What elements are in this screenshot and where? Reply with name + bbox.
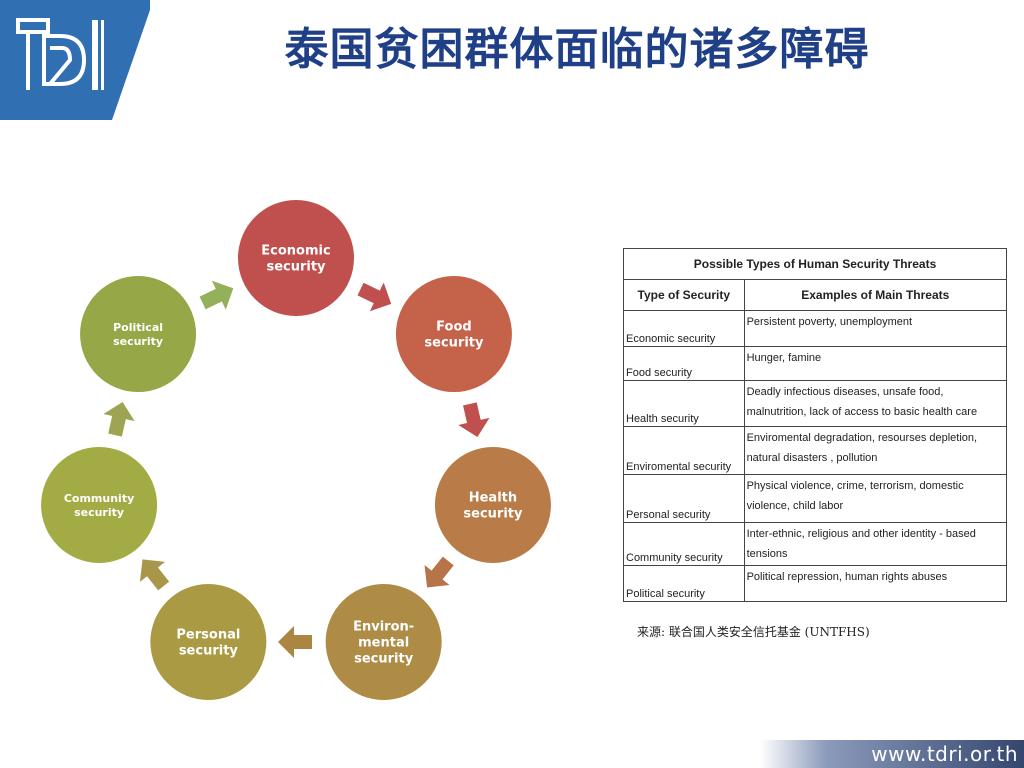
flow-arrow	[103, 401, 135, 437]
slide-title: 泰国贫困群体面临的诸多障碍	[284, 24, 870, 75]
flow-arrow-shape	[458, 402, 490, 438]
node-circle	[41, 446, 158, 563]
threat-example-cell: Inter-ethnic, religious and other identi…	[743, 522, 1008, 566]
node-circle	[325, 583, 442, 700]
threat-example-cell: Deadly infectious diseases, unsafe food,…	[743, 380, 1008, 427]
flow-arrow-shape	[424, 556, 454, 588]
flow-arrow-shape	[103, 401, 135, 437]
flow-arrow-shape	[278, 625, 312, 658]
node-label: security	[266, 260, 326, 275]
security-cycle-diagram: EconomicsecurityFoodsecurityHealthsecuri…	[41, 200, 551, 700]
security-type-cell: Political security	[623, 565, 745, 602]
footer-bar: www.tdri.or.th	[760, 740, 1024, 768]
node-label: security	[179, 644, 239, 659]
threat-example-cell: Enviromental degradation, resourses depl…	[743, 426, 1008, 475]
source-note: 来源: 联合国人类安全信托基金 (UNTFHS)	[637, 625, 870, 639]
security-type-cell: Health security	[623, 380, 745, 427]
column-header-type: Type of Security	[623, 279, 745, 311]
flow-arrow	[278, 625, 312, 658]
flow-arrow-shape	[139, 559, 170, 591]
column-header-examples: Examples of Main Threats	[743, 279, 1008, 311]
flow-arrow	[139, 559, 170, 591]
threat-example-cell: Persistent poverty, unemployment	[743, 310, 1008, 347]
security-type-cell: Personal security	[623, 474, 745, 523]
node-label: mental	[358, 636, 409, 651]
threat-example-cell: Hunger, famine	[743, 346, 1008, 381]
node-label: Food	[436, 320, 472, 335]
security-type-cell: Economic security	[623, 310, 745, 347]
node-label: Personal	[176, 628, 240, 643]
security-type-cell: Food security	[623, 346, 745, 381]
threat-example-cell: Physical violence, crime, terrorism, dom…	[743, 474, 1008, 523]
flow-arrow-shape	[199, 280, 234, 310]
flow-arrow	[357, 282, 392, 312]
threat-table: Possible Types of Human Security Threats…	[623, 248, 1008, 602]
flow-arrow	[458, 402, 490, 438]
table-caption: Possible Types of Human Security Threats	[623, 248, 1007, 280]
flow-arrow-shape	[357, 282, 392, 312]
threat-example-cell: Political repression, human rights abuse…	[743, 565, 1008, 602]
footer-url: www.tdri.or.th	[871, 742, 1018, 766]
node-circle	[80, 276, 197, 393]
flow-arrow	[199, 280, 234, 310]
node-label: security	[424, 336, 484, 351]
node-label: security	[463, 506, 523, 521]
node-circle	[434, 446, 551, 563]
node-label: security	[74, 506, 124, 519]
node-label: Economic	[261, 244, 330, 259]
security-type-cell: Community security	[623, 522, 745, 566]
node-circle	[150, 583, 267, 700]
node-label: Community	[64, 492, 134, 505]
node-label: Environ-	[353, 620, 414, 635]
security-type-cell: Enviromental security	[623, 426, 745, 475]
flow-arrow	[424, 556, 454, 588]
node-label: Health	[469, 490, 517, 505]
node-label: Political	[113, 321, 163, 334]
tdri-logo-icon	[16, 18, 104, 90]
node-circle	[238, 200, 354, 316]
node-circle	[395, 276, 512, 393]
node-label: security	[354, 652, 414, 667]
node-label: security	[113, 335, 163, 348]
